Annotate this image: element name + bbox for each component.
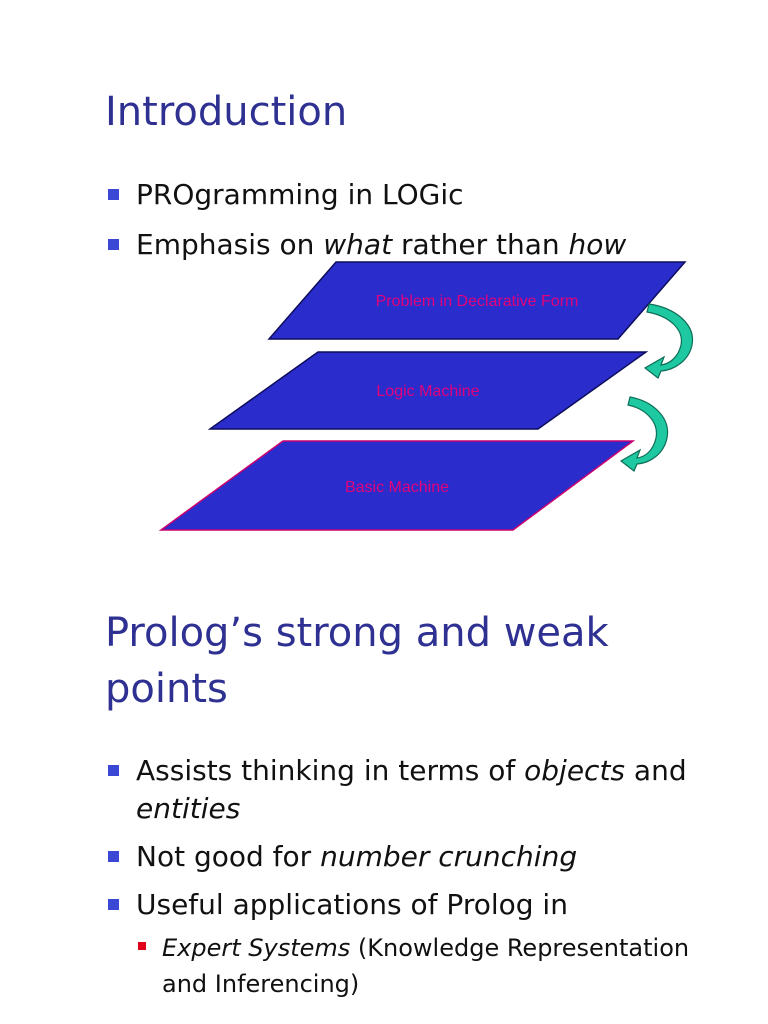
bullet-not-good-for: Not good for number crunching <box>108 838 758 876</box>
layer-label-logic-machine: Logic Machine <box>376 383 479 400</box>
strengths-bullet-list: Assists thinking in terms of objects and… <box>108 752 758 1012</box>
layer-diagram: Problem in Declarative Form Logic Machin… <box>158 261 694 531</box>
curved-arrow-icon <box>643 303 694 379</box>
layer-label-problem: Problem in Declarative Form <box>376 293 579 310</box>
curved-arrow-icon <box>619 396 669 472</box>
bullet-programming-in-logic: PROgramming in LOGic <box>108 176 626 214</box>
intro-bullet-list: PROgramming in LOGic Emphasis on what ra… <box>108 176 626 276</box>
layer-basic-machine: Basic Machine <box>158 440 636 531</box>
layer-logic-machine: Logic Machine <box>207 351 649 430</box>
bullet-useful-applications: Useful applications of Prolog in Expert … <box>108 886 758 1002</box>
layer-label-basic-machine: Basic Machine <box>345 479 449 496</box>
applications-sub-list: Expert Systems (Knowledge Representation… <box>136 930 758 1002</box>
sub-bullet-expert-systems: Expert Systems (Knowledge Representation… <box>136 930 758 1002</box>
bullet-assists-thinking: Assists thinking in terms of objects and… <box>108 752 758 828</box>
bullet-emphasis: Emphasis on what rather than how <box>108 226 626 264</box>
page-title: Introduction <box>105 89 348 135</box>
layer-problem-in-declarative-form: Problem in Declarative Form <box>267 261 687 340</box>
